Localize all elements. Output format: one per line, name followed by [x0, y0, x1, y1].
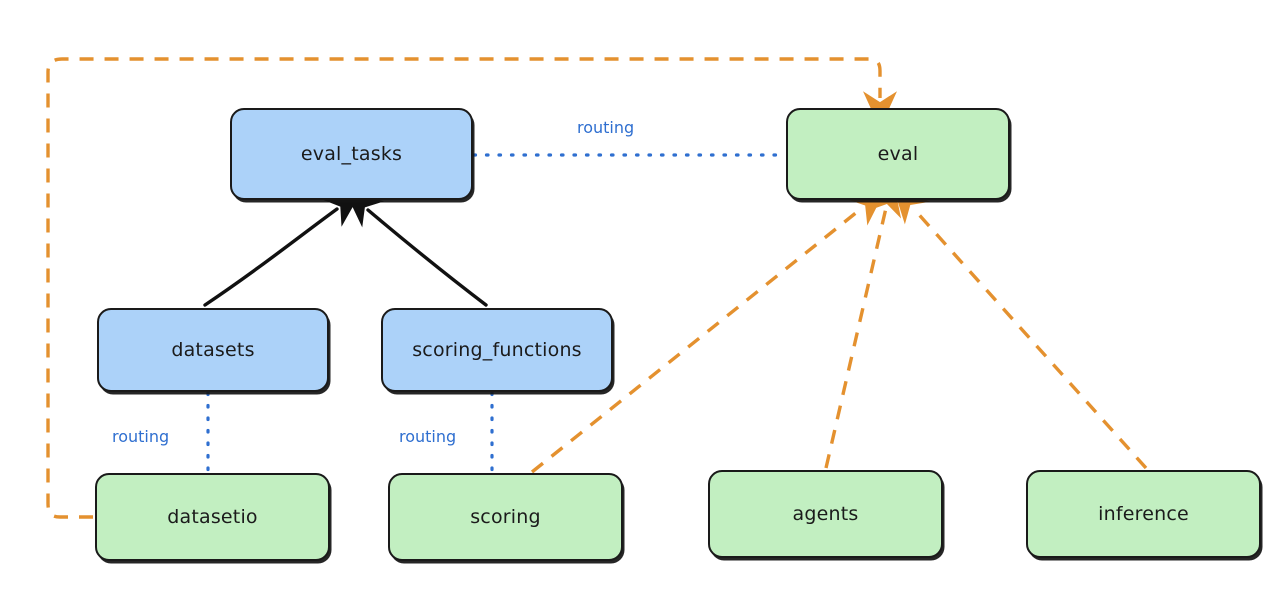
node-label-eval-tasks: eval_tasks	[300, 143, 403, 165]
node-label-datasets: datasets	[171, 339, 255, 361]
node-inference[interactable]: inference	[1026, 470, 1261, 558]
edge-inference-to-eval	[892, 185, 1148, 470]
edge-label-routing-datasets-datasetio: routing	[112, 427, 170, 446]
node-label-datasetio: datasetio	[167, 506, 258, 528]
edge-agents-to-eval	[824, 178, 902, 469]
edge-label-routing-eval-tasks-eval: routing	[577, 118, 635, 137]
node-eval-tasks[interactable]: eval_tasks	[230, 108, 473, 200]
edge-datasets-to-eval-tasks	[203, 190, 362, 307]
edge-label-routing-scoring-functions-scoring: routing	[399, 427, 457, 446]
node-label-scoring-functions: scoring_functions	[412, 339, 582, 361]
node-scoring[interactable]: scoring	[388, 473, 623, 561]
node-datasetio[interactable]: datasetio	[95, 473, 330, 561]
node-label-inference: inference	[1098, 503, 1189, 525]
node-label-agents: agents	[792, 503, 859, 525]
node-eval[interactable]: eval	[786, 108, 1010, 200]
node-datasets[interactable]: datasets	[97, 308, 329, 392]
node-label-eval: eval	[877, 143, 919, 165]
edge-scoring-functions-to-eval-tasks	[344, 190, 488, 307]
node-scoring-functions[interactable]: scoring_functions	[381, 308, 613, 392]
node-agents[interactable]: agents	[708, 470, 943, 558]
node-label-scoring: scoring	[470, 506, 541, 528]
